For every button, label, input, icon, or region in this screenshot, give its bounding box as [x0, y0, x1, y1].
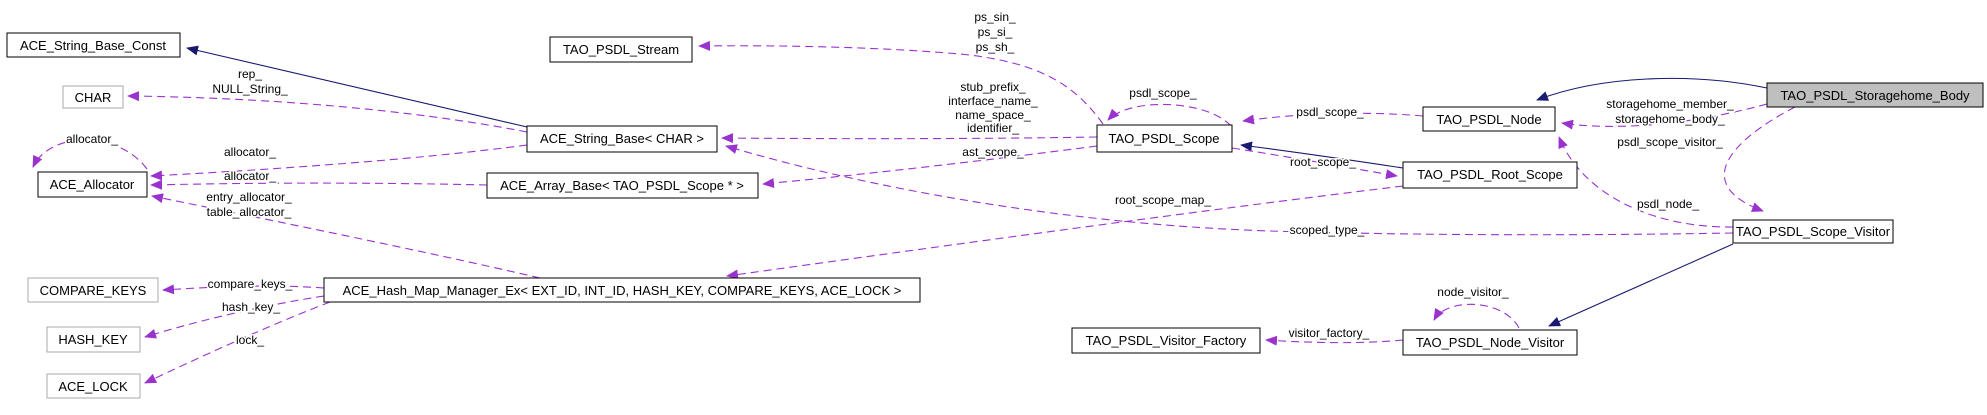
edge-label-compare-keys: compare_keys_	[208, 277, 293, 291]
edge-label-null-string: NULL_String_	[212, 82, 288, 96]
node-tao-psdl-visitor-factory[interactable]: TAO_PSDL_Visitor_Factory	[1071, 327, 1261, 354]
svg-text:ACE_String_Base< CHAR >: ACE_String_Base< CHAR >	[540, 131, 704, 146]
node-tao-psdl-scope[interactable]: TAO_PSDL_Scope	[1096, 124, 1233, 153]
svg-text:ACE_Hash_Map_Manager_Ex< EXT_I: ACE_Hash_Map_Manager_Ex< EXT_ID, INT_ID,…	[343, 283, 902, 298]
node-tao-psdl-root-scope[interactable]: TAO_PSDL_Root_Scope	[1402, 161, 1578, 189]
edge-label-stub-prefix: stub_prefix_	[960, 80, 1026, 94]
node-ace-string-base-char[interactable]: ACE_String_Base< CHAR >	[526, 125, 718, 153]
svg-text:HASH_KEY: HASH_KEY	[58, 332, 128, 347]
edge-label-visitor-factory: visitor_factory_	[1289, 326, 1370, 340]
edge-label-scoped-type: scoped_type_	[1290, 223, 1365, 237]
edge-entry-table-allocator	[151, 193, 541, 279]
node-tao-psdl-scope-visitor[interactable]: TAO_PSDL_Scope_Visitor	[1732, 219, 1894, 244]
edge-label-hash-key: hash_key_	[222, 300, 280, 314]
node-compare-keys[interactable]: COMPARE_KEYS	[27, 277, 159, 303]
svg-text:TAO_PSDL_Node: TAO_PSDL_Node	[1436, 112, 1541, 127]
svg-text:TAO_PSDL_Storagehome_Body: TAO_PSDL_Storagehome_Body	[1780, 88, 1970, 103]
edge-compare-keys	[162, 284, 325, 295]
edge-psdl-node	[1558, 136, 1734, 228]
svg-text:TAO_PSDL_Stream: TAO_PSDL_Stream	[563, 42, 679, 57]
edge-inherit-stringbase-to-stringbaseconst	[186, 45, 528, 128]
edge-label-ps-sh: ps_sh_	[976, 40, 1015, 54]
edge-storagehome-members	[1561, 103, 1768, 130]
svg-text:TAO_PSDL_Node_Visitor: TAO_PSDL_Node_Visitor	[1416, 335, 1565, 350]
edge-label-name-space: name_space_	[955, 108, 1031, 122]
svg-text:ACE_String_Base_Const: ACE_String_Base_Const	[20, 38, 166, 53]
svg-text:TAO_PSDL_Visitor_Factory: TAO_PSDL_Visitor_Factory	[1086, 333, 1247, 348]
edge-allocator-self-loop	[32, 139, 148, 170]
svg-text:TAO_PSDL_Scope_Visitor: TAO_PSDL_Scope_Visitor	[1736, 224, 1891, 239]
edge-psdl-scope-from-node	[1242, 112, 1424, 125]
edge-inherit-scopevisitor-to-nodevisitor	[1548, 243, 1734, 327]
svg-text:COMPARE_KEYS: COMPARE_KEYS	[40, 283, 147, 298]
svg-text:TAO_PSDL_Scope: TAO_PSDL_Scope	[1108, 131, 1219, 146]
svg-text:ACE_Array_Base< TAO_PSDL_Scope: ACE_Array_Base< TAO_PSDL_Scope * >	[500, 178, 744, 193]
edge-label-psdl-scope-node: psdl_scope_	[1296, 105, 1364, 119]
edge-ast-scope	[762, 145, 1098, 188]
edge-allocator-from-stringbase	[150, 144, 528, 181]
edge-label-root-scope: root_scope_	[1290, 155, 1356, 169]
edge-scoped-type	[725, 144, 1734, 236]
edge-label-psdl-scope-visitor: psdl_scope_visitor_	[1617, 135, 1723, 149]
node-ace-lock[interactable]: ACE_LOCK	[46, 373, 141, 399]
svg-text:ACE_Allocator: ACE_Allocator	[50, 177, 135, 192]
edge-label-identifier: identifier_	[967, 121, 1019, 135]
edge-label-psdl-scope-self: psdl_scope_	[1129, 86, 1197, 100]
node-char[interactable]: CHAR	[62, 85, 124, 109]
edge-label-psdl-node: psdl_node_	[1637, 197, 1699, 211]
edge-inherit-rootscope-to-scope	[1240, 141, 1404, 169]
edge-label-ps-si: ps_si_	[978, 25, 1013, 39]
edge-psdl-scope-self-loop	[1107, 103, 1232, 127]
edge-identifier-bundle	[721, 133, 1098, 144]
edge-hash-key	[144, 295, 325, 339]
svg-text:CHAR: CHAR	[75, 90, 112, 105]
edge-inherit-storagehomebody-to-node	[1536, 77, 1768, 101]
edge-label-node-visitor: node_visitor_	[1437, 285, 1509, 299]
svg-text:TAO_PSDL_Root_Scope: TAO_PSDL_Root_Scope	[1417, 167, 1563, 182]
svg-text:ACE_LOCK: ACE_LOCK	[58, 379, 128, 394]
node-tao-psdl-stream[interactable]: TAO_PSDL_Stream	[549, 36, 693, 63]
edge-label-interface-name: interface_name_	[948, 94, 1038, 108]
edge-root-scope-map	[726, 185, 1404, 280]
edge-label-entry-allocator: entry_allocator_	[206, 190, 292, 204]
edge-ps-streams	[698, 40, 1104, 125]
node-hash-key[interactable]: HASH_KEY	[46, 326, 141, 353]
edge-label-storagehome-member: storagehome_member_	[1606, 97, 1734, 111]
edge-label-allocator-self: allocator_	[66, 132, 118, 146]
edge-rep-nullstring	[127, 91, 528, 133]
node-ace-allocator[interactable]: ACE_Allocator	[37, 171, 148, 198]
edge-allocator-from-arraybase	[150, 179, 488, 190]
edge-label-rep: rep_	[238, 67, 262, 81]
node-tao-psdl-node[interactable]: TAO_PSDL_Node	[1422, 106, 1556, 132]
node-ace-string-base-const[interactable]: ACE_String_Base_Const	[6, 32, 181, 58]
node-ace-array-base[interactable]: ACE_Array_Base< TAO_PSDL_Scope * >	[486, 172, 759, 199]
edge-label-allocator-string: allocator_	[224, 145, 276, 159]
edge-label-root-scope-map: root_scope_map_	[1115, 193, 1211, 207]
edge-node-visitor-self-loop	[1433, 303, 1520, 329]
node-tao-psdl-storagehome-body[interactable]: TAO_PSDL_Storagehome_Body	[1766, 82, 1984, 108]
node-ace-hash-map-manager-ex[interactable]: ACE_Hash_Map_Manager_Ex< EXT_ID, INT_ID,…	[323, 277, 921, 303]
edge-label-lock: lock_	[236, 333, 264, 347]
edge-label-allocator-array: allocator_	[224, 169, 276, 183]
node-tao-psdl-node-visitor[interactable]: TAO_PSDL_Node_Visitor	[1402, 329, 1578, 356]
edge-label-table-allocator: table_allocator_	[207, 205, 292, 219]
edge-label-ps-sin: ps_sin_	[974, 10, 1016, 24]
edge-label-ast-scope: ast_scope_	[962, 145, 1024, 159]
edge-visitor-factory	[1265, 335, 1404, 346]
edge-psdl-scope-visitor	[1724, 106, 1796, 212]
edge-label-storagehome-body: storagehome_body_	[1615, 112, 1725, 126]
edge-root-scope	[1231, 147, 1398, 180]
